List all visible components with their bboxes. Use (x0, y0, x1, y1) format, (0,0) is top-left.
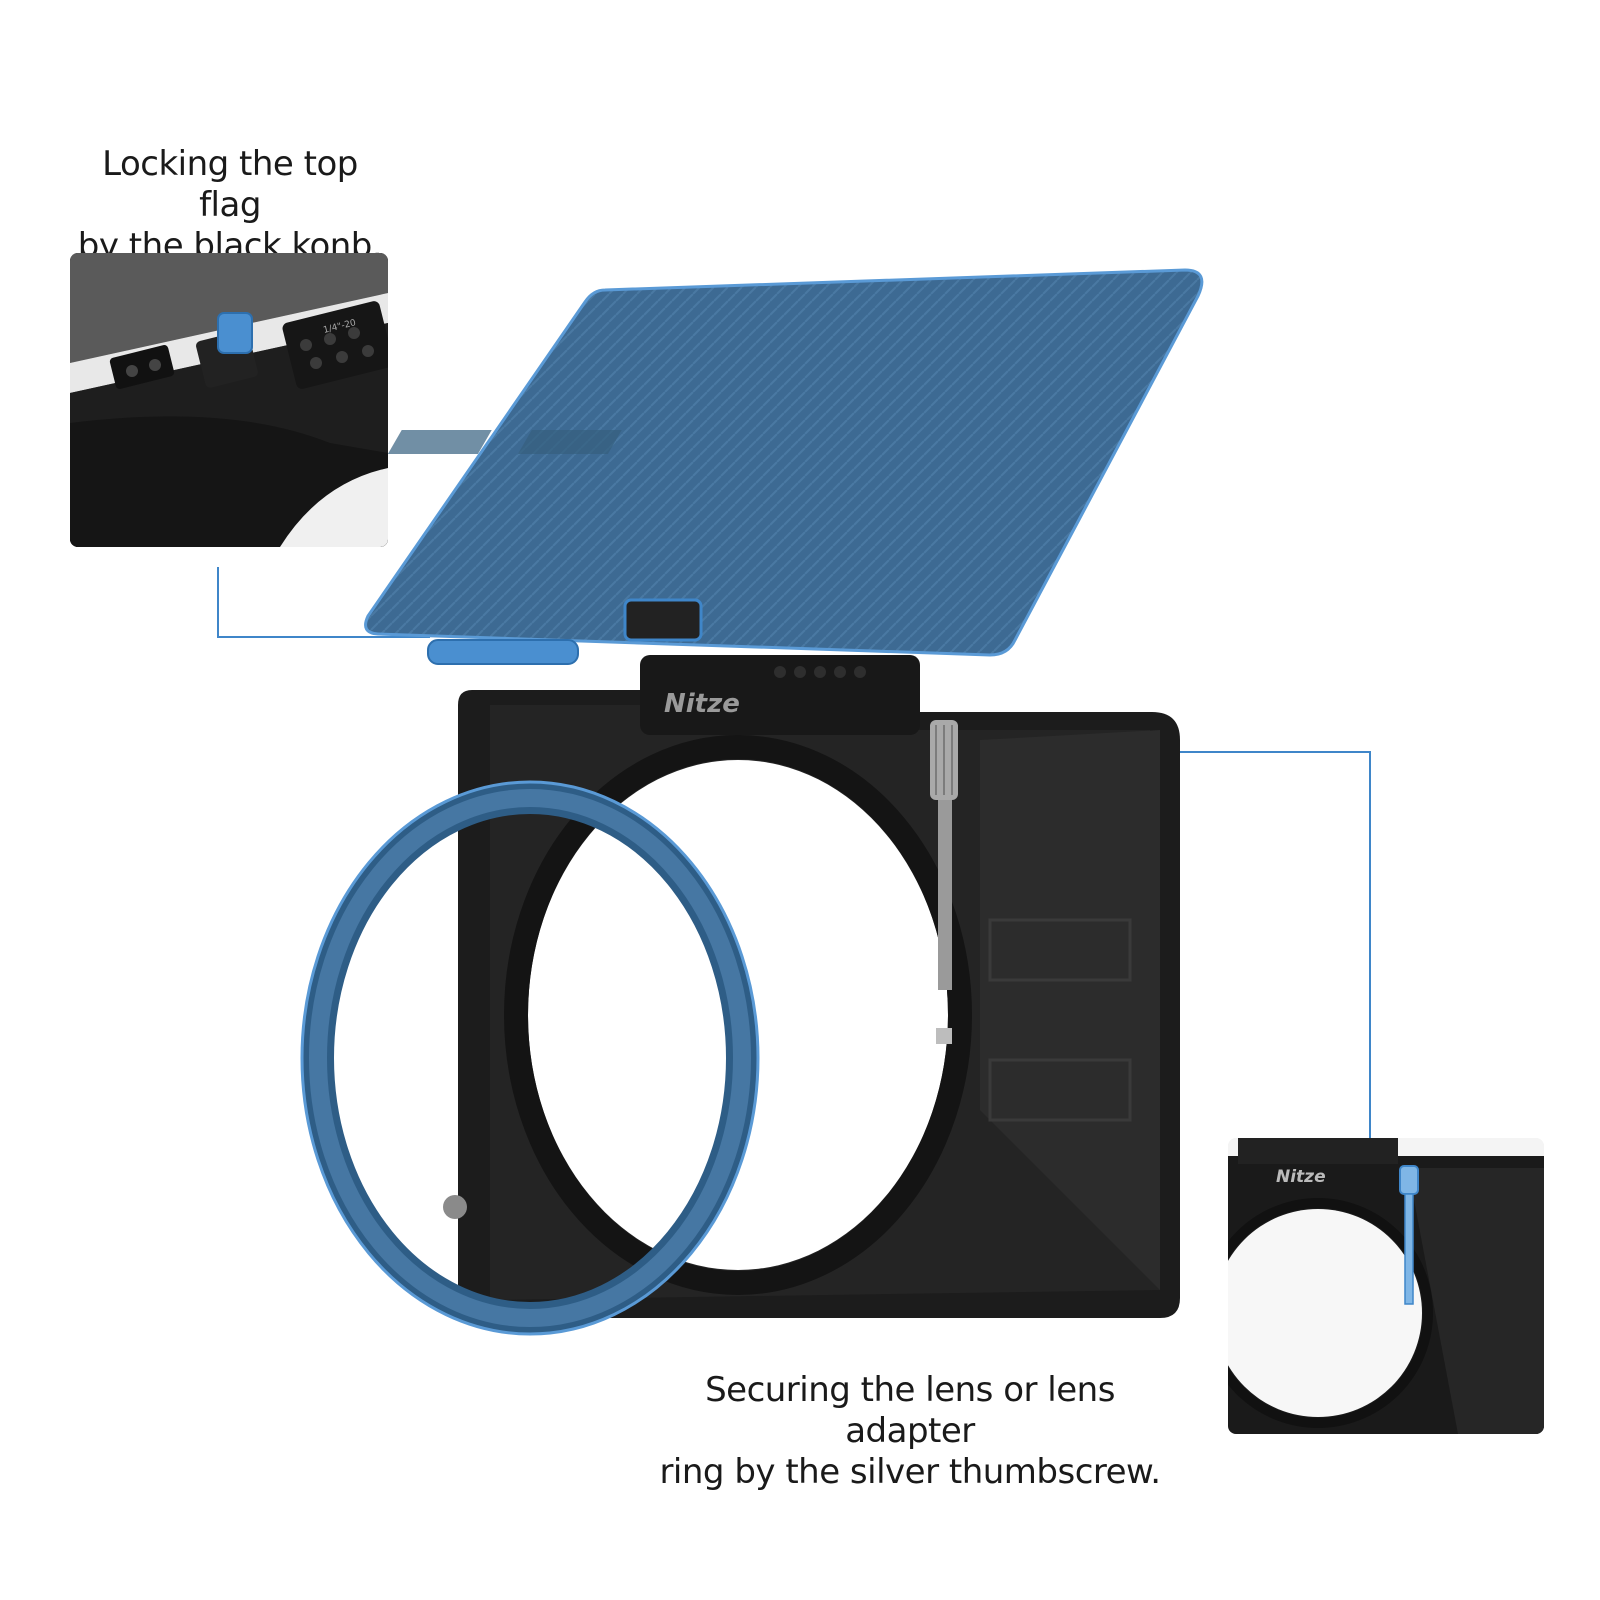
inset-brand-logo: Nitze (1276, 1167, 1326, 1187)
knob-detail-inset: 1/4"-20 (70, 253, 388, 547)
silver-thumbscrew-head (930, 720, 958, 800)
thumbscrew-detail-inset: Nitze (1228, 1138, 1544, 1434)
bottom-caption-line1: Securing the lens or lens adapter (705, 1370, 1115, 1451)
black-knob (623, 598, 703, 642)
lens-opening (528, 760, 948, 1270)
bottom-callout-line (980, 751, 1371, 1138)
thumbscrew-head-highlight (1399, 1165, 1419, 1195)
top-callout-line (217, 567, 430, 638)
silver-thumbscrew-shaft (938, 800, 952, 990)
matte-box-body (458, 690, 1180, 1318)
knob-detail-illustration: 1/4"-20 (70, 253, 388, 547)
brand-logo: Nitze (664, 689, 740, 719)
thumbscrew-detail-illustration: Nitze (1228, 1138, 1544, 1434)
top-flag-caption: Locking the top flag by the black konb. (70, 144, 390, 267)
bottom-caption-line2: ring by the silver thumbscrew. (659, 1452, 1161, 1492)
thumbscrew-shaft-highlight (1404, 1193, 1414, 1305)
lens-adapter-ring (302, 782, 758, 1334)
top-caption-line1: Locking the top flag (102, 144, 358, 225)
knob-highlight (217, 312, 253, 354)
top-flag (364, 268, 1204, 657)
thumbscrew-caption: Securing the lens or lens adapter ring b… (640, 1370, 1180, 1493)
hinge-pin-highlight (427, 639, 579, 665)
top-mount-block (640, 655, 920, 735)
